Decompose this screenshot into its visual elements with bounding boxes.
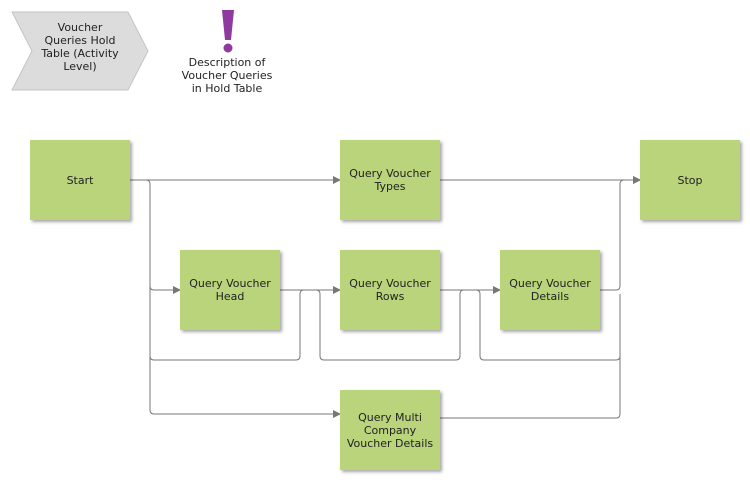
query-voucher-types-task[interactable]: Query Voucher Types xyxy=(340,140,440,220)
query-voucher-details-task[interactable]: Query Voucher Details xyxy=(500,250,600,330)
connector-bypass-head xyxy=(149,289,305,361)
query-voucher-head-task[interactable]: Query Voucher Head xyxy=(180,250,280,330)
exclamation-icon xyxy=(222,10,234,53)
stop-label: Stop xyxy=(677,173,703,187)
annotation-description: Description of Voucher Queries in Hold T… xyxy=(181,56,273,95)
stop-node[interactable]: Stop xyxy=(640,140,740,220)
start-label: Start xyxy=(66,173,94,187)
query-voucher-types-label: Query Voucher Types xyxy=(349,167,431,193)
connector-multi-to-stop xyxy=(440,294,621,419)
query-voucher-rows-task[interactable]: Query Voucher Rows xyxy=(340,250,440,330)
start-node[interactable]: Start xyxy=(30,140,130,220)
query-multi-company-task[interactable]: Query Multi Company Voucher Details xyxy=(340,390,440,470)
query-voucher-rows-label: Query Voucher Rows xyxy=(349,277,431,303)
process-chevron-shape xyxy=(11,11,149,91)
connector-start-to-head xyxy=(130,179,181,294)
connector-bypass-rows xyxy=(315,289,465,361)
query-voucher-head-label: Query Voucher Head xyxy=(189,277,271,303)
query-voucher-details-label: Query Voucher Details xyxy=(509,277,591,303)
connector-details-to-stop xyxy=(600,176,641,291)
connector-start-to-multi xyxy=(149,286,341,418)
connector-bypass-details xyxy=(475,289,621,361)
process-title: Voucher Queries Hold Table (Activity Lev… xyxy=(41,21,119,73)
query-multi-company-label: Query Multi Company Voucher Details xyxy=(346,410,434,450)
